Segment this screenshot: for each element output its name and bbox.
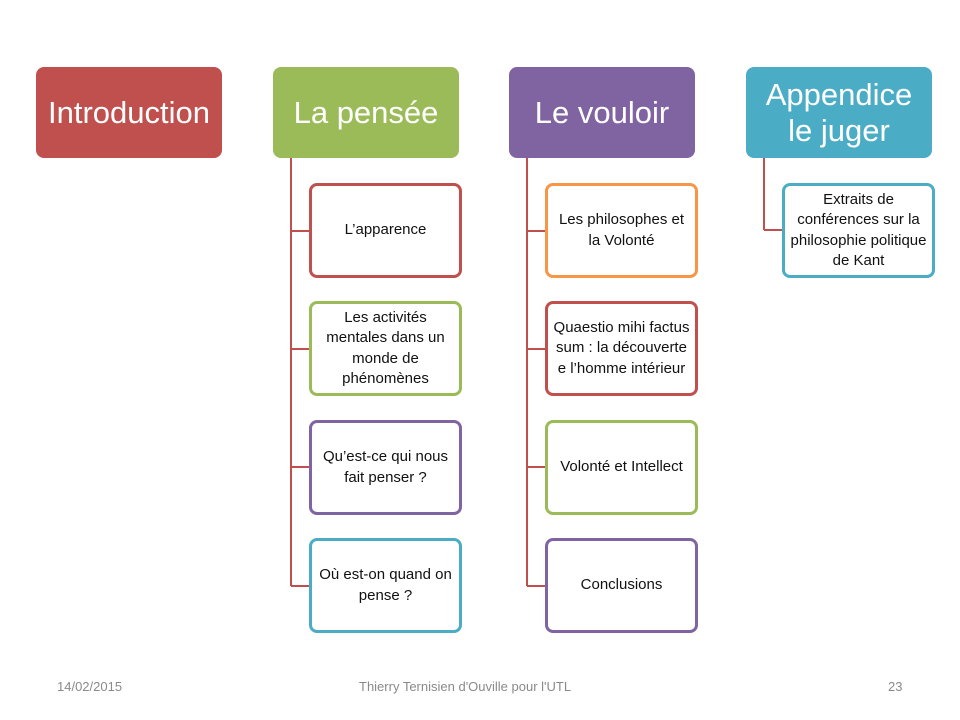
node-quaestio: Quaestio mihi factus sum : la découverte…	[545, 301, 698, 396]
header-le-vouloir-label: Le vouloir	[534, 94, 670, 130]
node-conclusions-label: Conclusions	[580, 576, 663, 594]
header-la-pensee: La pensée	[273, 67, 459, 158]
node-extraits-kant: Extraits de conférences sur la philosoph…	[782, 183, 935, 278]
node-extraits-kant-label: Extraits de conférences sur la philosoph…	[790, 191, 927, 269]
node-activites-mentales-label: Les activités mentales dans un monde de …	[326, 309, 445, 387]
header-le-vouloir: Le vouloir	[509, 67, 695, 158]
node-ou-est-on-label: Où est-on quand on pense ?	[319, 566, 452, 604]
header-appendice-label: Appendice le juger	[765, 76, 913, 148]
node-lapparence: L’apparence	[309, 183, 462, 278]
footer-page-number: 23	[888, 679, 903, 694]
node-activites-mentales: Les activités mentales dans un monde de …	[309, 301, 462, 396]
footer-author: Thierry Ternisien d'Ouville pour l'UTL	[359, 679, 572, 694]
header-introduction-label: Introduction	[48, 94, 210, 130]
header-appendice: Appendice le juger	[746, 67, 932, 158]
node-ou-est-on: Où est-on quand on pense ?	[309, 538, 462, 633]
node-lapparence-label: L’apparence	[344, 221, 427, 239]
connectors-appendice	[763, 158, 783, 231]
header-la-pensee-label: La pensée	[293, 94, 439, 130]
connectors-le-vouloir	[526, 158, 546, 587]
node-volonte-intellect-label: Volonté et Intellect	[560, 458, 683, 476]
node-philosophes-volonte-label: Les philosophes et la Volonté	[558, 211, 685, 249]
node-volonte-intellect: Volonté et Intellect	[545, 420, 698, 515]
node-conclusions: Conclusions	[545, 538, 698, 633]
header-introduction: Introduction	[36, 67, 222, 158]
node-quest-ce-qui-label: Qu’est-ce qui nous fait penser ?	[322, 448, 449, 486]
node-quest-ce-qui: Qu’est-ce qui nous fait penser ?	[309, 420, 462, 515]
footer-date: 14/02/2015	[57, 679, 123, 694]
node-philosophes-volonte: Les philosophes et la Volonté	[545, 183, 698, 278]
node-quaestio-label: Quaestio mihi factus sum : la découverte…	[553, 319, 690, 377]
connectors-la-pensee	[290, 158, 310, 587]
